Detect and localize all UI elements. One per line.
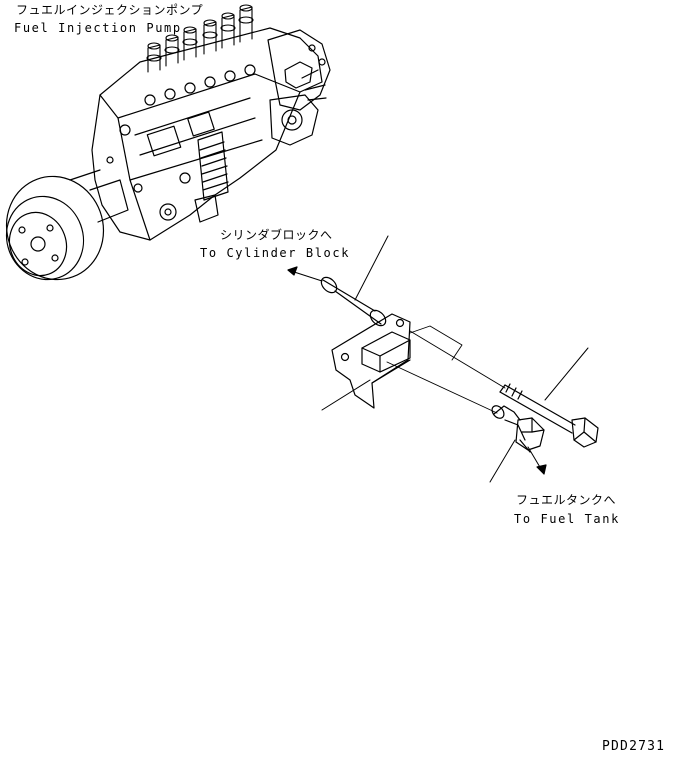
fuel-tank-label-en: To Fuel Tank [514,512,620,526]
bolt [500,384,598,447]
bracket [332,314,410,408]
drawing-code: PDD2731 [602,739,666,754]
assembly-lines [387,326,505,413]
fuel-tank-label-jp: フュエルタンクへ [516,493,617,507]
leader-lines [322,236,588,482]
cylinder-block-label-jp: シリンダブロックへ [220,228,333,242]
cylinder-block-label-en: To Cylinder Block [200,246,351,260]
fuel-injection-pump [0,5,330,293]
flow-arrows [288,267,546,474]
sleeve-pipe [318,274,388,328]
pump-label-en: Fuel Injection Pump [14,21,182,35]
elbow-fitting [490,403,544,452]
pump-label-jp: フュエルインジェクションポンプ [16,3,204,17]
